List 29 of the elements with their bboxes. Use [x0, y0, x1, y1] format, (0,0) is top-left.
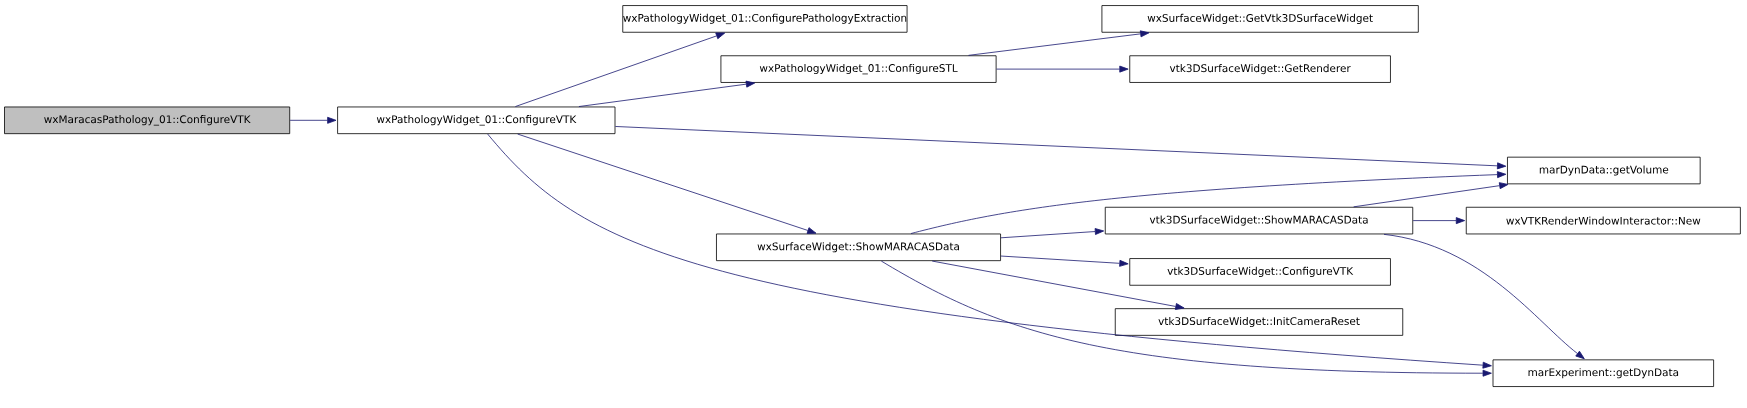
- arrow: [880, 260, 1492, 377]
- arrow: [1353, 182, 1509, 208]
- arrow: [517, 133, 817, 234]
- arrow: [487, 133, 1492, 369]
- arrow: [1000, 228, 1105, 239]
- function-box: wxSurfaceWidget::ShowMARACASData: [716, 233, 1001, 262]
- arrow: [289, 116, 337, 124]
- function-box: wxSurfaceWidget::GetVtk3DSurfaceWidget: [1101, 5, 1419, 33]
- function-box: vtk3DSurfaceWidget::ConfigureVTK: [1129, 258, 1391, 286]
- arrow: [578, 80, 756, 107]
- arrow: [1412, 217, 1466, 225]
- arrow: [931, 260, 1185, 310]
- function-box: wxVTKRenderWindowInteractor::New: [1465, 206, 1741, 235]
- function-box: marDynData::getVolume: [1507, 156, 1701, 185]
- arrow: [968, 30, 1150, 56]
- arrow: [615, 126, 1507, 170]
- function-box: marExperiment::getDynData: [1492, 359, 1714, 387]
- function-box: wxMaracasPathology_01::ConfigureVTK: [4, 106, 291, 135]
- arrow: [1383, 233, 1585, 360]
- function-box: vtk3DSurfaceWidget::InitCameraReset: [1114, 308, 1404, 336]
- function-box: wxPathologyWidget_01::ConfigureVTK: [337, 106, 616, 135]
- arrow: [910, 171, 1507, 234]
- function-box: wxPathologyWidget_01::ConfigurePathologyExtraction: [622, 5, 908, 33]
- function-box: vtk3DSurfaceWidget::GetRenderer: [1129, 55, 1391, 83]
- arrow: [515, 32, 726, 107]
- arrow: [1000, 255, 1129, 267]
- function-box: wxPathologyWidget_01::ConfigureSTL: [720, 55, 997, 83]
- function-box: vtk3DSurfaceWidget::ShowMARACASData: [1104, 206, 1414, 235]
- arrow: [996, 65, 1129, 73]
